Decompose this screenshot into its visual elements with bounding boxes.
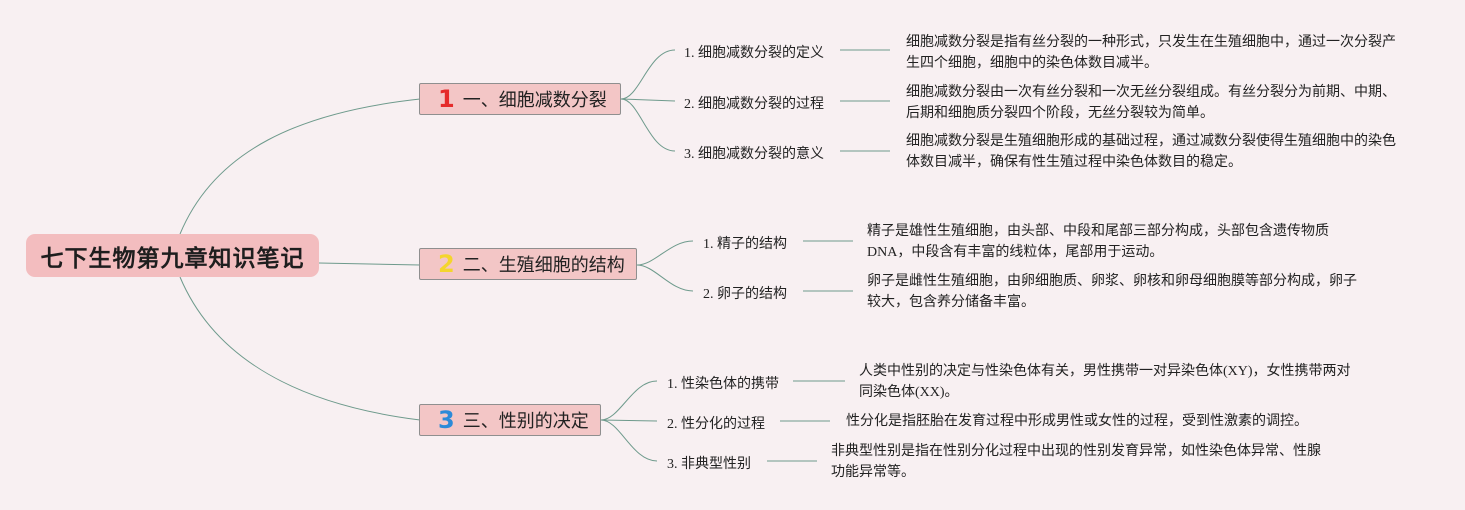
branch-cell-meiosis[interactable]: 1 一、细胞减数分裂: [419, 83, 621, 115]
description-sperm-structure: 精子是雄性生殖细胞，由头部、中段和尾部三部分构成，头部包含遗传物质DNA，中段含…: [867, 224, 1329, 260]
description-sex-differentiation: 性分化是指胚胎在发育过程中形成男性或女性的过程，受到性激素的调控。: [846, 414, 1308, 429]
branch-title: 一、细胞减数分裂: [462, 90, 607, 111]
branch-title: 三、性别的决定: [462, 411, 589, 432]
number-1-icon: 1: [438, 85, 455, 113]
number-2-icon: 2: [438, 250, 455, 278]
branch-sex-determination[interactable]: 3 三、性别的决定: [419, 404, 601, 436]
description-meiosis-process: 细胞减数分裂由一次有丝分裂和一次无丝分裂组成。有丝分裂分为前期、中期、后期和细胞…: [906, 85, 1396, 121]
subtopic-atypical-sex[interactable]: 3. 非典型性别: [667, 457, 751, 472]
subtopic-sperm-structure[interactable]: 1. 精子的结构: [703, 237, 787, 252]
description-meiosis-significance: 细胞减数分裂是生殖细胞形成的基础过程，通过减数分裂使得生殖细胞中的染色体数目减半…: [906, 134, 1396, 170]
branch-title: 二、生殖细胞的结构: [462, 255, 625, 276]
number-3-icon: 3: [438, 406, 455, 434]
subtopic-meiosis-definition[interactable]: 1. 细胞减数分裂的定义: [684, 46, 824, 61]
subtopic-egg-structure[interactable]: 2. 卵子的结构: [703, 287, 787, 302]
description-egg-structure: 卵子是雌性生殖细胞，由卵细胞质、卵浆、卵核和卵母细胞膜等部分构成，卵子较大，包含…: [867, 274, 1357, 310]
branch-germ-cell-structure[interactable]: 2 二、生殖细胞的结构: [419, 248, 637, 280]
subtopic-meiosis-process[interactable]: 2. 细胞减数分裂的过程: [684, 97, 824, 112]
subtopic-sex-chromosomes[interactable]: 1. 性染色体的携带: [667, 377, 779, 392]
root-title: 七下生物第九章知识笔记: [40, 245, 305, 272]
description-meiosis-definition: 细胞减数分裂是指有丝分裂的一种形式，只发生在生殖细胞中，通过一次分裂产生四个细胞…: [906, 35, 1396, 71]
root-topic[interactable]: 七下生物第九章知识笔记: [26, 234, 319, 277]
description-atypical-sex: 非典型性别是指在性别分化过程中出现的性别发育异常，如性染色体异常、性腺功能异常等…: [831, 444, 1321, 480]
subtopic-meiosis-significance[interactable]: 3. 细胞减数分裂的意义: [684, 147, 824, 162]
subtopic-sex-differentiation[interactable]: 2. 性分化的过程: [667, 417, 765, 432]
description-sex-chromosomes: 人类中性别的决定与性染色体有关，男性携带一对异染色体(XY)，女性携带两对同染色…: [859, 364, 1351, 400]
